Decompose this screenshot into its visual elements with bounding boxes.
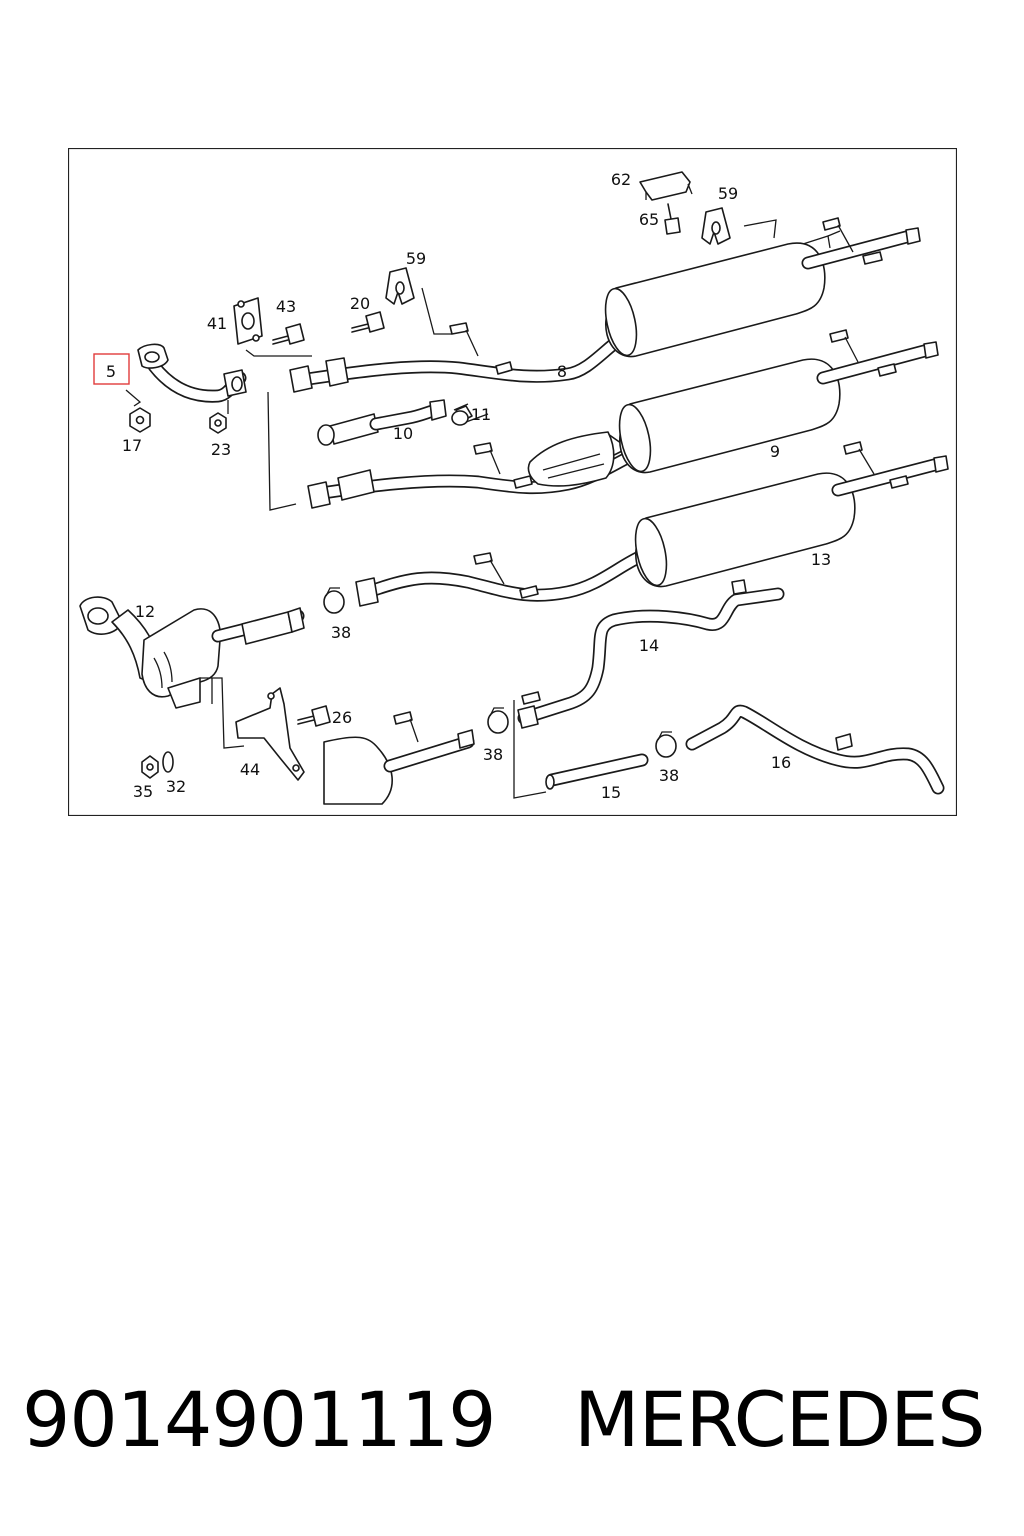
callout-38a: 38: [331, 623, 351, 642]
callout-62: 62: [611, 170, 631, 189]
washer-32: [162, 751, 174, 773]
clamp-11: [451, 403, 469, 426]
callout-38b: 38: [483, 745, 503, 764]
highlight-box-5: [93, 353, 130, 385]
bolt-65: [664, 203, 681, 235]
callout-38c: 38: [659, 766, 679, 785]
callout-13: 13: [811, 550, 831, 569]
callout-20: 20: [350, 294, 370, 313]
bracket-44: [235, 687, 305, 781]
catalytic-converter-12: [79, 596, 305, 709]
bolt-26: [297, 705, 331, 727]
brand-name: MERCEDES: [574, 1375, 985, 1464]
callout-8: 8: [557, 362, 567, 381]
bolt-43: [272, 323, 305, 345]
callout-17: 17: [122, 436, 142, 455]
intermediate-pipe-14: [517, 579, 785, 729]
callout-11: 11: [471, 405, 491, 424]
callout-9: 9: [770, 442, 780, 461]
rubber-hanger-59a: [385, 267, 415, 305]
rear-muffler-13: [355, 441, 949, 607]
callout-32: 32: [166, 777, 186, 796]
callout-23: 23: [211, 440, 231, 459]
exhaust-parts-diagram: 5 17 23 41 43 20 59 62 65 59 8 10 11 9 1…: [68, 148, 957, 816]
bracket-62: [639, 171, 693, 201]
callout-35: 35: [133, 782, 153, 801]
front-muffler-partial: [323, 711, 475, 805]
callout-26: 26: [332, 708, 352, 727]
callout-59b: 59: [718, 184, 738, 203]
clamp-38c: [655, 731, 677, 758]
nut-35: [141, 755, 159, 779]
nut-23: [209, 412, 227, 434]
bolt-20: [351, 311, 385, 333]
leader-lines: [125, 219, 777, 799]
callout-59a: 59: [406, 249, 426, 268]
callout-15: 15: [601, 783, 621, 802]
callout-12: 12: [135, 602, 155, 621]
callout-10: 10: [393, 424, 413, 443]
caption: 9014901119 MERCEDES: [0, 1370, 1024, 1470]
rubber-hanger-59b: [701, 207, 731, 245]
rear-muffler-9: [307, 329, 939, 509]
nut-17: [129, 407, 151, 433]
pipe-15: [545, 753, 649, 790]
callout-5: 5: [106, 362, 116, 381]
front-exhaust-pipe-5: [137, 343, 247, 403]
clamp-38b: [487, 707, 509, 734]
rear-muffler-8: [289, 217, 921, 393]
callout-44: 44: [240, 760, 260, 779]
callout-16: 16: [771, 753, 791, 772]
callout-43: 43: [276, 297, 296, 316]
tail-pipe-16: [685, 704, 945, 795]
gasket-41: [233, 297, 263, 345]
callout-65: 65: [639, 210, 659, 229]
part-number: 9014901119: [22, 1375, 497, 1464]
callout-14: 14: [639, 636, 659, 655]
clamp-38a: [323, 587, 345, 614]
callout-41: 41: [207, 314, 227, 333]
callout-labels: 5 17 23 41 43 20 59 62 65 59 8 10 11 9 1…: [93, 170, 831, 802]
